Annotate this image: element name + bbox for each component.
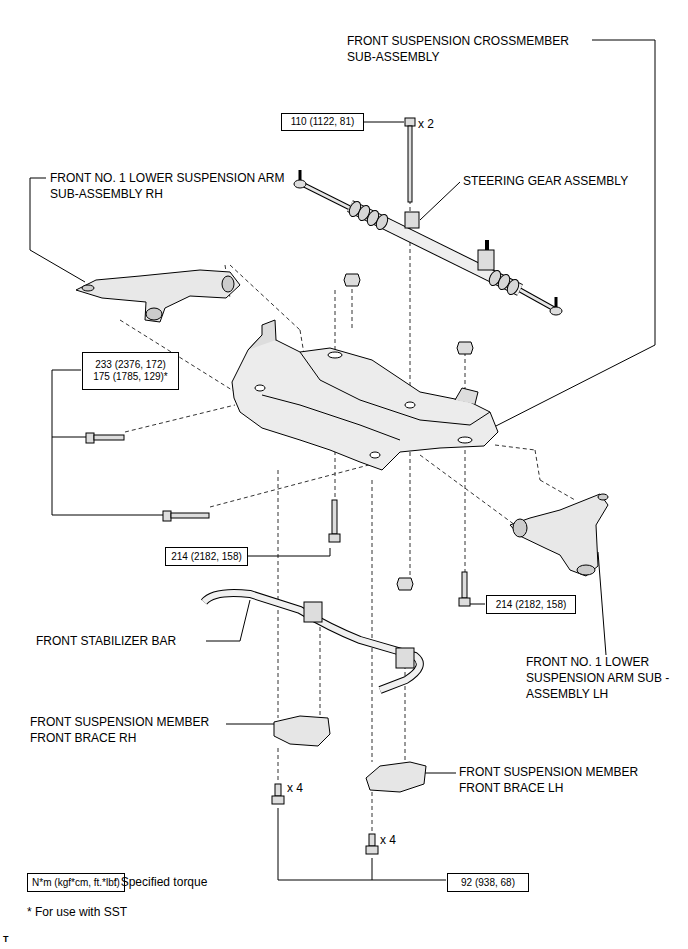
torque-value: 233 (2376, 172) <box>95 359 166 371</box>
torque-value: 175 (1785, 129)* <box>93 371 168 383</box>
part-name: FRONT NO. 1 LOWER SUSPENSION ARM SUB -AS… <box>526 654 684 702</box>
figure-mark: T <box>3 934 23 945</box>
quantity: x 2 <box>418 116 458 132</box>
torque-value: 214 (2182, 158) <box>496 599 567 611</box>
torque-box: 110 (1122, 81) <box>281 113 364 131</box>
legend-unit-box: N*m (kgf*cm, ft.*lbf) <box>27 873 125 892</box>
torque-box: 92 (938, 68) <box>447 873 529 892</box>
part-name: FRONT NO. 1 LOWER SUSPENSION ARM SUB-ASS… <box>50 170 290 202</box>
torque-value: 110 (1122, 81) <box>291 116 355 128</box>
note: * For use with SST <box>27 904 227 920</box>
torque-value: 214 (2182, 158) <box>171 551 242 563</box>
torque-value: N*m (kgf*cm, ft.*lbf) <box>32 877 120 889</box>
quantity: x 4 <box>287 780 327 796</box>
legend-text: : Specified torque <box>114 874 264 890</box>
part-name: FRONT STABILIZER BAR <box>36 633 236 649</box>
part-name: FRONT SUSPENSION MEMBER FRONT BRACE RH <box>30 714 220 746</box>
torque-box: 233 (2376, 172)175 (1785, 129)* <box>82 352 179 390</box>
part-name: FRONT SUSPENSION MEMBER FRONT BRACE LH <box>459 764 659 796</box>
torque-value: 92 (938, 68) <box>461 877 515 889</box>
torque-box: 214 (2182, 158) <box>165 547 248 566</box>
part-name: STEERING GEAR ASSEMBLY <box>463 173 663 189</box>
part-name: FRONT SUSPENSION CROSSMEMBER SUB-ASSEMBL… <box>347 33 597 65</box>
torque-box: 214 (2182, 158) <box>486 595 576 614</box>
quantity: x 4 <box>380 832 420 848</box>
